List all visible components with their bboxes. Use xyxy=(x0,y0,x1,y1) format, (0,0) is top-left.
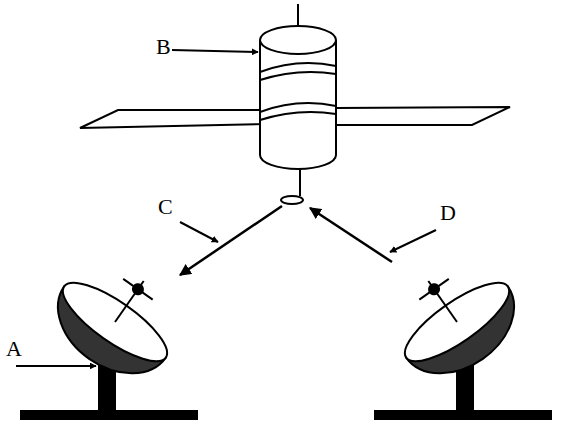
dish-antenna xyxy=(20,245,198,420)
callout-letter: D xyxy=(440,202,456,224)
satellite xyxy=(80,4,510,204)
callout-letter: B xyxy=(156,36,171,58)
callout-letter: C xyxy=(158,196,173,218)
callout-letter: A xyxy=(6,338,22,360)
dish-antenna xyxy=(374,245,552,420)
signal-arrows xyxy=(180,206,392,275)
leader-arrows xyxy=(16,50,436,366)
